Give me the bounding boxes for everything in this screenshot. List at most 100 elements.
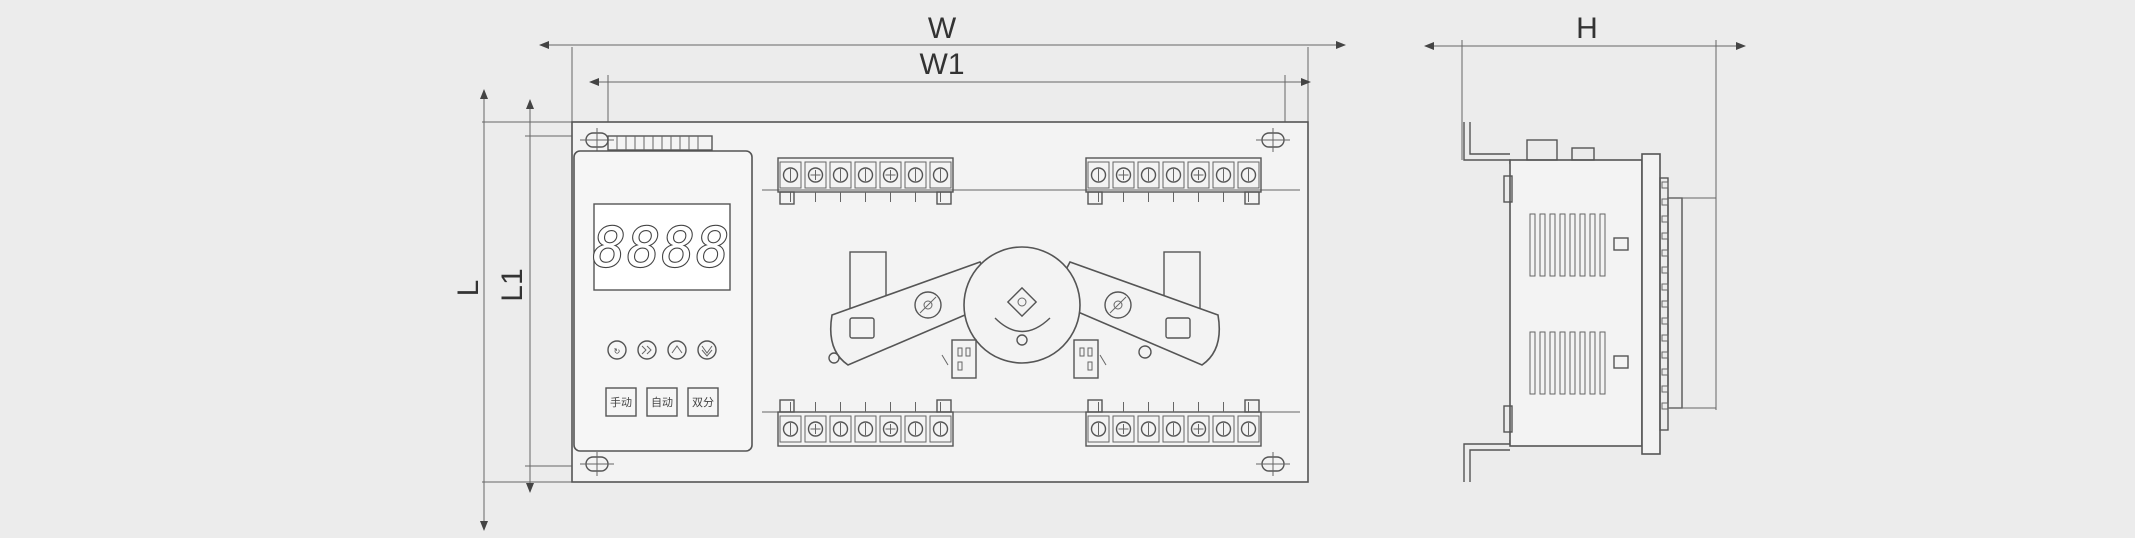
terminal-screw bbox=[1215, 167, 1232, 183]
terminal-screw bbox=[932, 421, 949, 437]
terminal-screw bbox=[1165, 167, 1182, 183]
l-label: L bbox=[452, 280, 485, 297]
terminal-cell bbox=[1087, 415, 1110, 443]
bracket-bottom bbox=[1463, 440, 1511, 482]
terminal-screw bbox=[1115, 167, 1132, 183]
auto-button-label: 自动 bbox=[651, 396, 673, 409]
vent-slot bbox=[1589, 331, 1596, 395]
double-chevron-right-icon[interactable] bbox=[637, 340, 657, 360]
vent-slot bbox=[1529, 213, 1536, 277]
terminal-screw bbox=[1090, 167, 1107, 183]
vent-slot bbox=[1589, 213, 1596, 277]
led-display-digits: 8888 bbox=[593, 216, 731, 279]
terminal-screw bbox=[907, 421, 924, 437]
controller-icon-button-row: ↻ bbox=[607, 340, 717, 360]
terminal-cell bbox=[804, 161, 827, 189]
side-terminal-tick bbox=[1661, 334, 1669, 342]
terminal-screw bbox=[1165, 421, 1182, 437]
led-display bbox=[593, 203, 731, 291]
vent-slot bbox=[1579, 331, 1586, 395]
right-pivot bbox=[1104, 291, 1132, 319]
terminal-cell bbox=[1237, 161, 1260, 189]
left-pivot bbox=[914, 291, 942, 319]
terminal-screw bbox=[782, 167, 799, 183]
left-aux-connector bbox=[951, 339, 977, 379]
terminal-cell bbox=[804, 415, 827, 443]
front-view: W W1 L L1 bbox=[452, 12, 1346, 531]
terminal-screw bbox=[1140, 421, 1157, 437]
side-terminal-tick bbox=[1661, 249, 1669, 257]
w-label: W bbox=[928, 12, 957, 45]
controller-panel: 8888 ↻ bbox=[573, 150, 753, 452]
terminal-cell bbox=[1112, 161, 1135, 189]
terminal-block-bottom-left bbox=[777, 399, 954, 447]
terminal-screw bbox=[857, 167, 874, 183]
shaft-square-socket bbox=[1006, 286, 1038, 318]
side-terminal-tick bbox=[1661, 368, 1669, 376]
vent-slot bbox=[1599, 331, 1606, 395]
terminal-block-top-right bbox=[1085, 157, 1262, 205]
side-view: H bbox=[1424, 12, 1746, 482]
vent-slot bbox=[1599, 213, 1606, 277]
dual-off-button-label: 双分 bbox=[692, 396, 714, 409]
h-label: H bbox=[1576, 12, 1598, 45]
vent-slot bbox=[1569, 331, 1576, 395]
up-arrow-icon[interactable] bbox=[667, 340, 687, 360]
side-terminal-tick bbox=[1661, 317, 1669, 325]
terminal-screw bbox=[1215, 421, 1232, 437]
side-terminal-tick bbox=[1661, 300, 1669, 308]
manual-button-label: 手动 bbox=[610, 395, 632, 409]
terminal-screw bbox=[932, 167, 949, 183]
terminal-cell bbox=[1237, 415, 1260, 443]
terminal-screw bbox=[882, 421, 899, 437]
terminal-cell bbox=[879, 415, 902, 443]
terminal-cell bbox=[1087, 161, 1110, 189]
terminal-cell bbox=[779, 161, 802, 189]
vent-slots-bottom bbox=[1529, 331, 1606, 395]
terminal-screw bbox=[832, 167, 849, 183]
vent-slot bbox=[1559, 213, 1566, 277]
side-terminal-tick bbox=[1661, 402, 1669, 410]
side-terminal-tick bbox=[1661, 232, 1669, 240]
side-front-plate bbox=[1641, 153, 1661, 455]
switching-mechanism bbox=[828, 246, 1221, 379]
terminal-block-bottom-right bbox=[1085, 399, 1262, 447]
terminal-block-top-left bbox=[777, 157, 954, 205]
vent-slot bbox=[1529, 331, 1536, 395]
terminal-cell bbox=[904, 161, 927, 189]
terminal-screw bbox=[1140, 167, 1157, 183]
terminal-cell bbox=[1212, 161, 1235, 189]
down-arrow-icon[interactable] bbox=[697, 340, 717, 360]
terminal-screw bbox=[907, 167, 924, 183]
vent-slot bbox=[1549, 213, 1556, 277]
w1-label: W1 bbox=[920, 48, 965, 81]
terminal-screw bbox=[807, 421, 824, 437]
controller-top-terminals bbox=[607, 135, 713, 151]
terminal-screw bbox=[1240, 167, 1257, 183]
terminal-screw bbox=[832, 421, 849, 437]
manual-button[interactable]: 手动 bbox=[605, 387, 637, 417]
side-body bbox=[1509, 159, 1643, 447]
terminal-cell bbox=[829, 161, 852, 189]
shaft-arc-slot bbox=[994, 317, 1051, 333]
terminal-screw bbox=[782, 421, 799, 437]
auto-button[interactable]: 自动 bbox=[646, 387, 678, 417]
side-terminal-tick bbox=[1661, 283, 1669, 291]
terminal-screw bbox=[1115, 421, 1132, 437]
terminal-cell bbox=[829, 415, 852, 443]
auto-icon[interactable]: ↻ bbox=[607, 340, 627, 360]
terminal-cell bbox=[854, 415, 877, 443]
side-terminal-tick bbox=[1661, 198, 1669, 206]
vent-slot bbox=[1559, 331, 1566, 395]
side-controller-profile bbox=[1667, 197, 1683, 409]
terminal-cell bbox=[879, 161, 902, 189]
terminal-cell bbox=[929, 415, 952, 443]
svg-text:↻: ↻ bbox=[614, 347, 621, 356]
terminal-cell bbox=[854, 161, 877, 189]
terminal-cell bbox=[779, 415, 802, 443]
dual-off-button[interactable]: 双分 bbox=[687, 387, 719, 417]
terminal-screw bbox=[1190, 167, 1207, 183]
terminal-cell bbox=[1187, 161, 1210, 189]
